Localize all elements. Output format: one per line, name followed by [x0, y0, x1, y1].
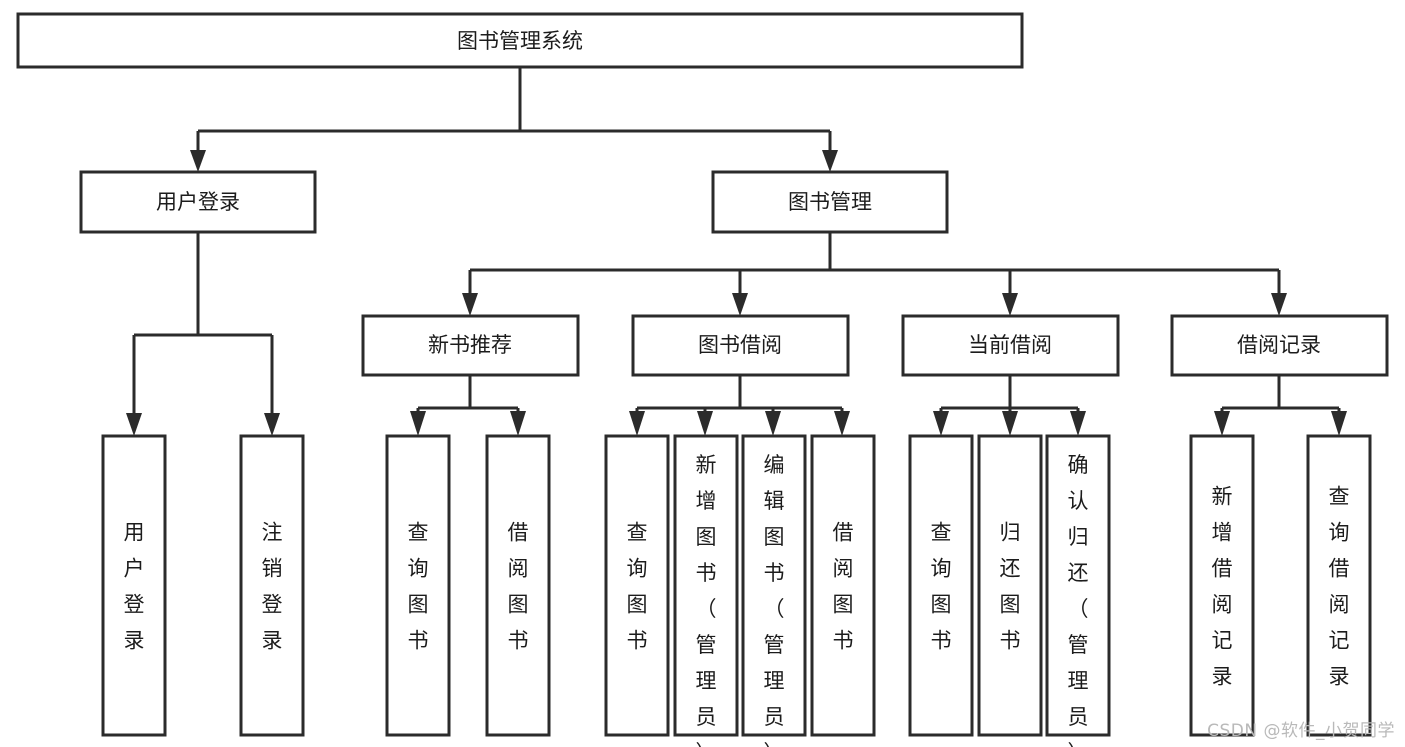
leaf-borrow-borrow-book-label: 借阅图书: [833, 521, 854, 653]
leaf-current-query-book[interactable]: [908, 434, 974, 737]
leaf-newbook-query-book-box[interactable]: [385, 434, 451, 737]
node-book-borrow-box[interactable]: [631, 314, 850, 377]
node-book-borrow-label: 图书借阅: [698, 333, 782, 357]
node-book-management[interactable]: 图书管理: [711, 170, 949, 234]
arrowhead-book-mgmt: [822, 150, 838, 172]
arrowhead-leaf-current-3: [1070, 411, 1086, 436]
leaf-user-login[interactable]: [101, 434, 167, 737]
leaf-logout-box[interactable]: [239, 434, 305, 737]
node-current-borrow-box[interactable]: [901, 314, 1120, 377]
arrowhead-leaf-user-2: [264, 413, 280, 436]
arrowhead-leaf-borrow-3: [765, 411, 781, 436]
leaf-borrow-borrow-book-box[interactable]: [810, 434, 876, 737]
leaf-borrow-query-book-label: 查询图书: [627, 521, 648, 653]
node-new-book-recommend-box[interactable]: [361, 314, 580, 377]
arrowhead-borrow: [732, 293, 748, 316]
leaf-newbook-query-book-label: 查询图书: [408, 521, 429, 653]
leaf-user-login-label: 用户登录: [124, 521, 145, 653]
arrowhead-record: [1271, 293, 1287, 316]
node-book-management-box[interactable]: [711, 170, 949, 234]
arrowhead-leaf-borrow-4: [834, 411, 850, 436]
node-user-login-box[interactable]: [79, 170, 317, 234]
leaf-current-confirm-return-label: 确认归还（管理员）: [1068, 453, 1089, 747]
arrowhead-leaf-user-1: [126, 413, 142, 436]
leaf-labels: 用户登录 注销登录 查询图书 借阅图书 查询图书 新增图书（管理员） 编辑图书（…: [124, 453, 1350, 747]
node-user-login[interactable]: 用户登录: [79, 170, 317, 234]
leaf-current-query-book-box[interactable]: [908, 434, 974, 737]
node-root-box[interactable]: [16, 12, 1024, 69]
node-borrow-record[interactable]: 借阅记录: [1170, 314, 1389, 377]
arrowhead-new-book: [462, 293, 478, 316]
leaf-newbook-borrow-book-label: 借阅图书: [508, 521, 529, 653]
leaf-current-confirm-return-box[interactable]: [1045, 434, 1111, 737]
node-current-borrow-label: 当前借阅: [968, 333, 1052, 357]
arrowhead-leaf-current-1: [933, 411, 949, 436]
node-root-label: 图书管理系统: [457, 29, 583, 53]
node-borrow-record-box[interactable]: [1170, 314, 1389, 377]
leaf-borrow-add-book[interactable]: [673, 434, 739, 737]
leaf-record-query-label: 查询借阅记录: [1329, 485, 1350, 689]
leaf-current-return-book-box[interactable]: [977, 434, 1043, 737]
leaf-current-query-book-label: 查询图书: [931, 521, 952, 653]
node-new-book-recommend[interactable]: 新书推荐: [361, 314, 580, 377]
arrowhead-leaf-newbook-2: [510, 411, 526, 436]
leaf-record-query-box[interactable]: [1306, 434, 1372, 737]
leaf-borrow-borrow-book[interactable]: [810, 434, 876, 737]
leaf-record-add[interactable]: [1189, 434, 1255, 737]
node-book-management-label: 图书管理: [788, 190, 872, 214]
node-new-book-recommend-label: 新书推荐: [428, 333, 512, 357]
arrowhead-leaf-newbook-1: [410, 411, 426, 436]
leaf-borrow-query-book-box[interactable]: [604, 434, 670, 737]
arrowhead-leaf-record-2: [1331, 411, 1347, 436]
leaf-current-return-book-label: 归还图书: [1000, 521, 1021, 653]
leaf-record-query[interactable]: [1306, 434, 1372, 737]
csdn-watermark: CSDN @软件_小贺同学: [1207, 721, 1395, 741]
arrowhead-user-login: [190, 150, 206, 172]
arrowhead-leaf-borrow-1: [629, 411, 645, 436]
leaf-borrow-edit-book-label: 编辑图书（管理员）: [764, 453, 785, 747]
leaf-logout[interactable]: [239, 434, 305, 737]
node-user-login-label: 用户登录: [156, 190, 240, 214]
leaf-current-return-book[interactable]: [977, 434, 1043, 737]
leaf-borrow-add-book-box[interactable]: [673, 434, 739, 737]
arrowhead-leaf-borrow-2: [697, 411, 713, 436]
leaf-newbook-borrow-book-box[interactable]: [485, 434, 551, 737]
leaf-logout-label: 注销登录: [262, 521, 283, 653]
arrowhead-leaf-record-1: [1214, 411, 1230, 436]
arrowhead-leaf-current-2: [1002, 411, 1018, 436]
leaf-record-add-label: 新增借阅记录: [1212, 485, 1233, 689]
leaf-borrow-edit-book[interactable]: [741, 434, 807, 737]
leaf-borrow-query-book[interactable]: [604, 434, 670, 737]
node-book-borrow[interactable]: 图书借阅: [631, 314, 850, 377]
leaf-newbook-query-book[interactable]: [385, 434, 451, 737]
node-current-borrow[interactable]: 当前借阅: [901, 314, 1120, 377]
leaf-borrow-add-book-label: 新增图书（管理员）: [696, 453, 717, 747]
leaf-current-confirm-return[interactable]: [1045, 434, 1111, 737]
node-borrow-record-label: 借阅记录: [1237, 333, 1321, 357]
arrowhead-current: [1002, 293, 1018, 316]
leaf-user-login-box[interactable]: [101, 434, 167, 737]
leaf-newbook-borrow-book[interactable]: [485, 434, 551, 737]
leaf-record-add-box[interactable]: [1189, 434, 1255, 737]
leaf-borrow-edit-book-box[interactable]: [741, 434, 807, 737]
node-root[interactable]: 图书管理系统: [16, 12, 1024, 69]
connectors: [126, 67, 1347, 436]
